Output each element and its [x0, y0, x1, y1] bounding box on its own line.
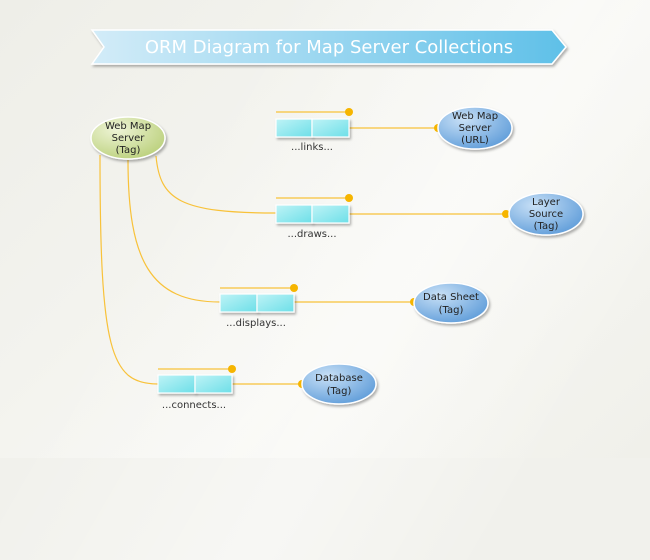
- connector-displays: [127, 159, 221, 303]
- fact-type-connects[interactable]: ...connects...: [157, 374, 233, 411]
- role-box[interactable]: [256, 293, 295, 313]
- relation-label: ...links...: [291, 142, 333, 153]
- entity-label: Server: [112, 133, 146, 144]
- relation-label: ...draws...: [287, 229, 336, 240]
- entity-label: Source: [529, 209, 563, 220]
- entity-label: (Tag): [534, 221, 559, 232]
- entity-layer-source-tag[interactable]: Layer Source (Tag): [508, 192, 584, 236]
- target-dot: [502, 210, 510, 218]
- constraint-dot: [228, 365, 236, 373]
- entity-label: Layer: [532, 197, 561, 208]
- role-box[interactable]: [157, 374, 196, 394]
- fact-type-draws[interactable]: ...draws...: [275, 204, 350, 240]
- connector-connects: [99, 154, 159, 385]
- entity-label: Server: [459, 123, 493, 134]
- constraint-dot: [290, 284, 298, 292]
- entity-data-sheet-tag[interactable]: Data Sheet (Tag): [413, 282, 489, 324]
- connectors: [99, 111, 506, 385]
- role-box[interactable]: [311, 118, 350, 138]
- entity-web-map-server-url[interactable]: Web Map Server (URL): [437, 106, 513, 150]
- connector-dots: [228, 108, 510, 388]
- entity-label: Database: [315, 373, 363, 384]
- fact-type-links[interactable]: ...links...: [275, 118, 350, 153]
- entity-label: Web Map: [452, 111, 498, 122]
- orm-diagram: ORM Diagram for Map Server Collections .…: [90, 29, 584, 411]
- entity-database-tag[interactable]: Database (Tag): [301, 363, 377, 405]
- constraint-dot: [345, 108, 353, 116]
- diagram-title: ORM Diagram for Map Server Collections: [145, 37, 513, 58]
- fact-type-displays[interactable]: ...displays...: [219, 293, 295, 329]
- relation-label: ...displays...: [226, 318, 286, 329]
- connector-draws: [155, 155, 277, 214]
- entity-label: Web Map: [105, 121, 151, 132]
- entity-label: (Tag): [116, 145, 141, 156]
- entity-label: Data Sheet: [423, 292, 479, 303]
- title-banner: ORM Diagram for Map Server Collections: [90, 29, 567, 65]
- role-box[interactable]: [311, 204, 350, 224]
- entity-label: (Tag): [439, 305, 464, 316]
- relation-label: ...connects...: [162, 400, 226, 411]
- entity-label: (Tag): [327, 386, 352, 397]
- role-box[interactable]: [219, 293, 258, 313]
- entity-label: (URL): [461, 135, 489, 146]
- role-box[interactable]: [275, 118, 313, 138]
- role-box[interactable]: [275, 204, 313, 224]
- constraint-dot: [345, 194, 353, 202]
- entity-web-map-server-tag[interactable]: Web Map Server (Tag): [90, 116, 166, 160]
- role-box[interactable]: [194, 374, 233, 394]
